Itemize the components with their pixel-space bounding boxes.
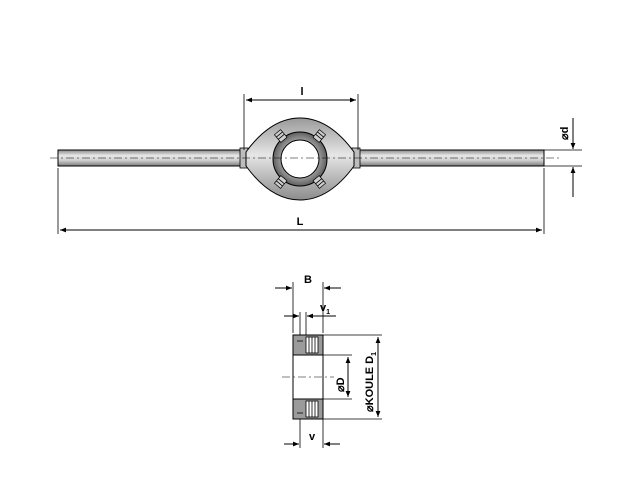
label-D: ⌀D [335, 377, 347, 392]
set-screw-upper-left [273, 129, 288, 143]
label-l: l [300, 86, 303, 98]
top-view: L l ⌀d [50, 86, 582, 234]
label-D1: ⌀KOULE D1 [364, 352, 378, 412]
label-v: v [309, 431, 316, 443]
label-B: B [304, 274, 312, 286]
set-screw-upper-right [312, 129, 327, 143]
label-d: ⌀d [559, 127, 571, 140]
set-screw-lower-left [273, 175, 288, 189]
label-L: L [297, 216, 304, 228]
section-view: B v1 v ⌀D ⌀KOULE D1 [275, 274, 382, 448]
die-seat-inner [280, 139, 320, 179]
set-screw-lower-right [312, 175, 327, 189]
label-v1: v1 [320, 302, 330, 316]
